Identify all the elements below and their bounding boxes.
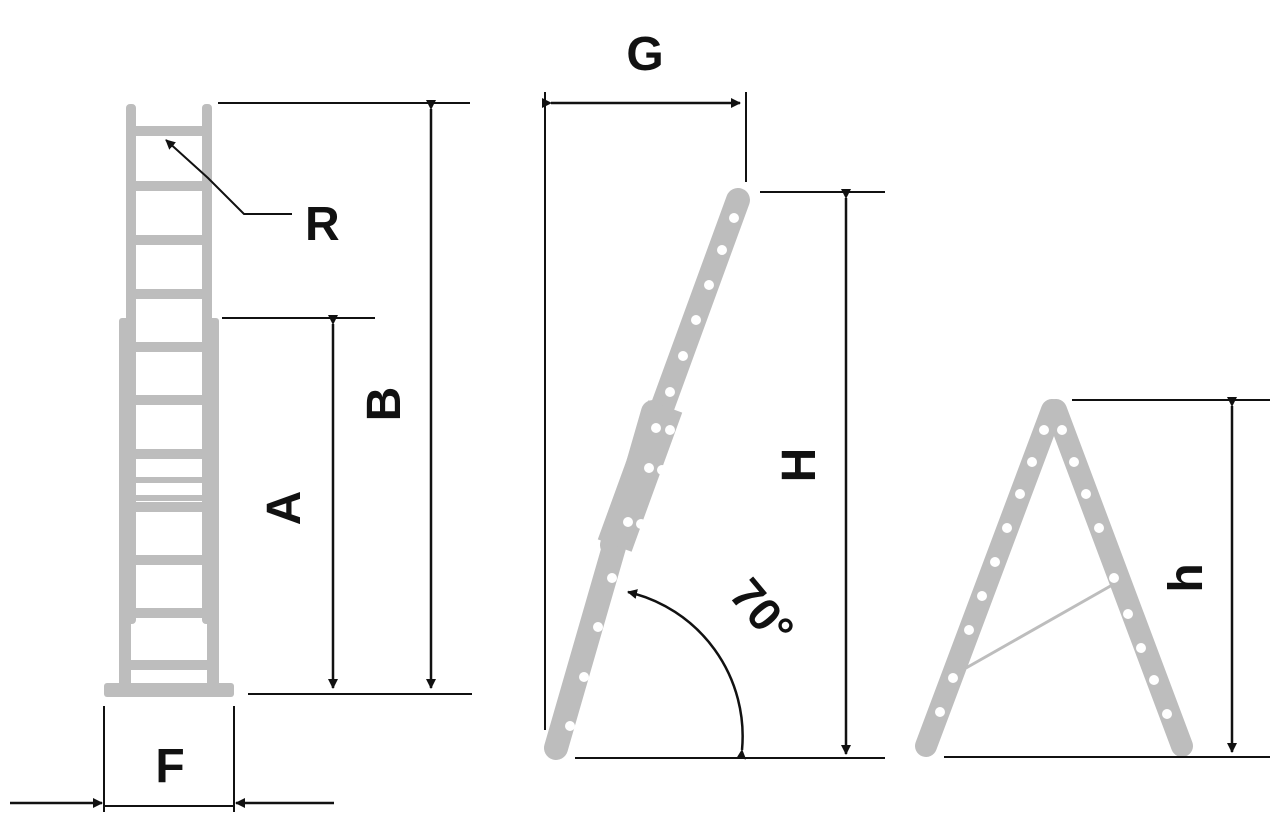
label-h-small: h <box>1160 563 1213 592</box>
angle-arc <box>627 589 747 760</box>
label-r: R <box>305 198 340 251</box>
label-a: A <box>258 491 311 526</box>
leaning-ladder-holes <box>565 213 739 731</box>
label-h-upper: H <box>773 448 826 483</box>
ladder-rungs <box>128 126 212 670</box>
label-f: F <box>155 740 184 793</box>
a-frame-holes <box>935 425 1172 719</box>
label-angle: 70° <box>720 568 805 655</box>
label-b: B <box>358 387 411 422</box>
extension-ladder-front-view: R A B F <box>10 100 472 812</box>
overlap-bracket <box>123 477 215 501</box>
lower-right-rail <box>207 318 219 688</box>
lower-left-rail <box>119 318 131 688</box>
leaning-overlap-guide <box>597 400 683 552</box>
leaning-ladder-side-view: G H 70° <box>542 28 885 760</box>
r-pointer-line <box>165 139 292 215</box>
a-frame-spreader <box>965 582 1115 670</box>
stabiliser-foot <box>104 683 234 697</box>
label-g: G <box>626 28 663 81</box>
a-frame-ladder-side-view: h <box>915 397 1270 758</box>
